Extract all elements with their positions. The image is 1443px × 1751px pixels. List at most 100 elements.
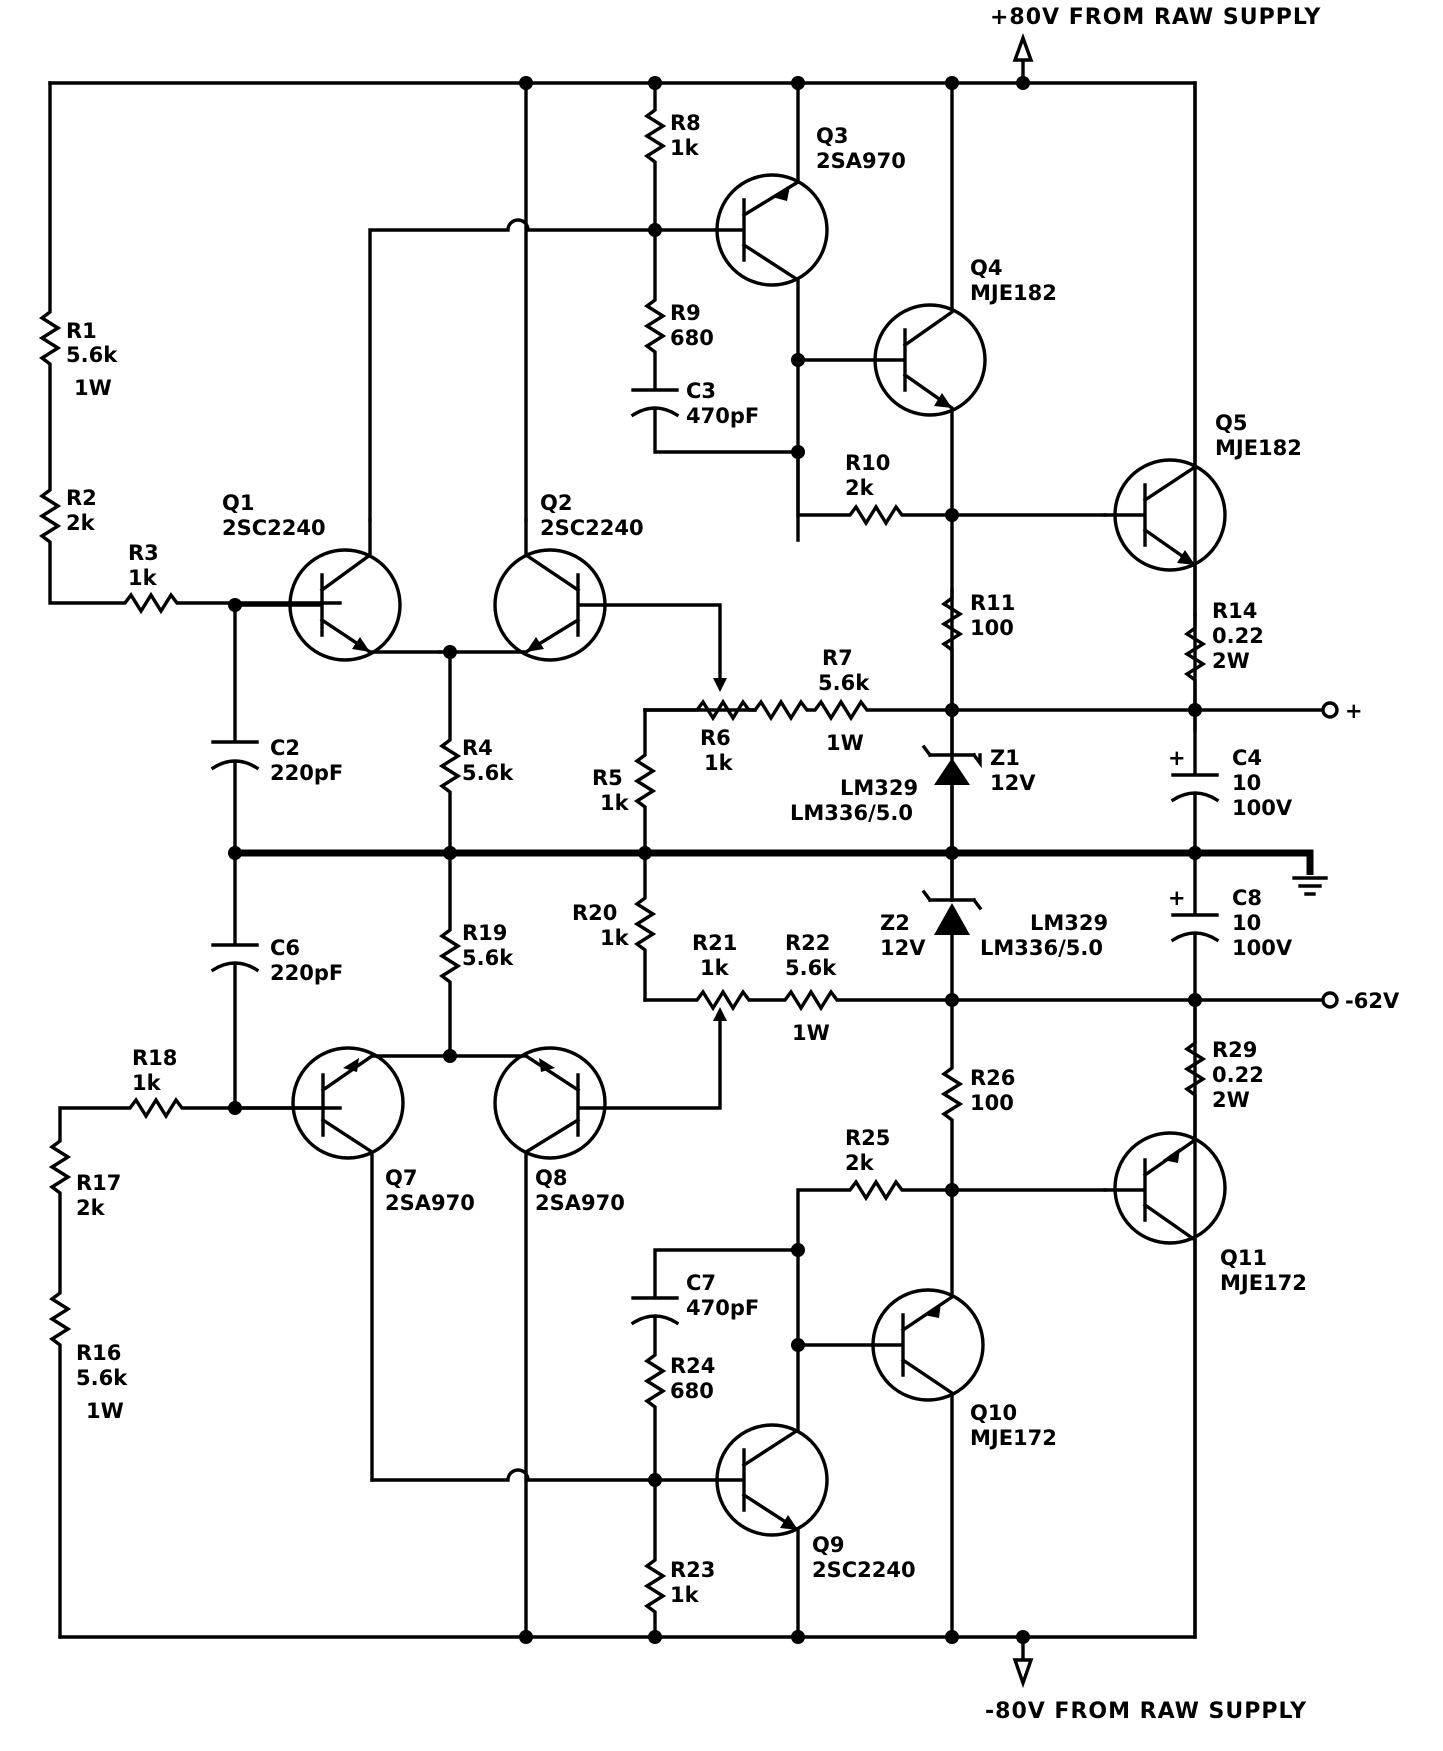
q7-transistor xyxy=(236,1046,452,1482)
r2-value: 2k xyxy=(66,511,96,535)
q4-part: MJE182 xyxy=(970,281,1057,305)
r14-value: 0.22 xyxy=(1212,624,1264,648)
r4-ref: R4 xyxy=(462,736,493,760)
r14-ref: R14 xyxy=(1212,599,1257,623)
c7-value: 470pF xyxy=(686,1296,759,1320)
r21-ref: R21 xyxy=(692,931,737,955)
r9-value: 680 xyxy=(670,326,714,350)
q3-part: 2SA970 xyxy=(816,149,906,173)
c2-capacitor xyxy=(210,603,260,855)
r3-value: 1k xyxy=(128,566,158,590)
r1-ref: R1 xyxy=(66,319,97,343)
r14-rating: 2W xyxy=(1212,649,1250,673)
positive-supply-label: +80V FROM RAW SUPPLY xyxy=(990,5,1321,30)
r20-ref: R20 xyxy=(572,901,617,925)
r29-resistor xyxy=(1183,998,1207,1139)
r23-value: 1k xyxy=(670,1583,700,1607)
r17-value: 2k xyxy=(76,1196,106,1220)
r26-resistor xyxy=(940,998,964,1192)
q3-transistor xyxy=(653,81,829,542)
q1-ref: Q1 xyxy=(222,491,254,515)
q11-part: MJE172 xyxy=(1220,1271,1307,1295)
r19-value: 5.6k xyxy=(462,946,514,970)
q4-transistor xyxy=(796,81,987,902)
r5-ref: R5 xyxy=(592,766,623,790)
r1-r2-divider xyxy=(38,81,342,615)
r25-value: 2k xyxy=(845,1151,875,1175)
q4-ref: Q4 xyxy=(970,256,1002,280)
c8-rating: 100V xyxy=(1232,936,1293,960)
r4-value: 5.6k xyxy=(462,761,514,785)
q9-transistor xyxy=(653,1248,829,1639)
r29-value: 0.22 xyxy=(1212,1063,1264,1087)
c8-capacitor xyxy=(1170,851,1220,1002)
q8-part: 2SA970 xyxy=(535,1191,625,1215)
r8-value: 1k xyxy=(670,136,700,160)
r1-value: 5.6k xyxy=(66,343,118,367)
r16-value: 5.6k xyxy=(76,1366,128,1390)
r16-rating: 1W xyxy=(86,1399,124,1423)
q10-ref: Q10 xyxy=(970,1401,1017,1425)
ground-bus xyxy=(235,849,1328,896)
positive-output-line xyxy=(643,698,1339,722)
r25-ref: R25 xyxy=(845,1126,890,1150)
q2-part: 2SC2240 xyxy=(540,516,644,540)
q11-ref: Q11 xyxy=(1220,1246,1267,1270)
negative-supply-label: -80V FROM RAW SUPPLY xyxy=(985,1699,1307,1724)
r16-ref: R16 xyxy=(76,1341,121,1365)
z1-alt2: LM336/5.0 xyxy=(790,801,913,825)
r6-potentiometer xyxy=(643,698,757,722)
q7-collector-wire xyxy=(370,1468,657,1482)
r26-value: 100 xyxy=(970,1091,1014,1115)
z2-alt1: LM329 xyxy=(1030,911,1108,935)
z2-zener xyxy=(921,851,983,1002)
c8-ref: C8 xyxy=(1232,886,1262,910)
q8-base-to-r21 xyxy=(603,1007,727,1110)
r1-rating: 1W xyxy=(74,376,112,400)
r10-ref: R10 xyxy=(845,451,890,475)
r14-resistor xyxy=(1183,613,1207,712)
r22-ref: R22 xyxy=(785,931,830,955)
z1-ref: Z1 xyxy=(990,746,1020,770)
r3-ref: R3 xyxy=(128,541,159,565)
c4-ref: C4 xyxy=(1232,746,1262,770)
z2-ref: Z2 xyxy=(880,911,910,935)
junction-dots xyxy=(228,76,1202,1644)
c8-value: 10 xyxy=(1232,911,1261,935)
r7-rating: 1W xyxy=(826,731,864,755)
q1-transistor xyxy=(236,518,442,662)
q7-part: 2SA970 xyxy=(385,1191,475,1215)
r7-value: 5.6k xyxy=(818,671,870,695)
c2-ref: C2 xyxy=(270,736,300,760)
r11-value: 100 xyxy=(970,616,1014,640)
r20-resistor xyxy=(633,851,657,1002)
r11-ref: R11 xyxy=(970,591,1015,615)
r24-value: 680 xyxy=(670,1379,714,1403)
r2-ref: R2 xyxy=(66,486,97,510)
negative-output-label: -62V xyxy=(1345,989,1400,1013)
q8-transistor xyxy=(448,1046,607,1639)
r7-ref: R7 xyxy=(822,646,853,670)
q2-base-to-r6 xyxy=(603,603,727,692)
z1-value: 12V xyxy=(990,771,1036,795)
r6-ref: R6 xyxy=(700,726,731,750)
c6-value: 220pF xyxy=(270,961,343,985)
c6-capacitor xyxy=(210,851,260,1110)
q11-transistor xyxy=(1103,1131,1227,1639)
c4-rating: 100V xyxy=(1232,796,1293,820)
q2-transistor xyxy=(438,518,607,662)
r19-tail xyxy=(438,851,462,1058)
r25-resistor xyxy=(796,1178,1107,1252)
r21-value: 1k xyxy=(700,956,730,980)
r18-value: 1k xyxy=(132,1071,162,1095)
c3-ref: C3 xyxy=(686,379,716,403)
z1-alt1: LM329 xyxy=(840,776,918,800)
q1-collector-wire xyxy=(368,218,657,522)
q10-transistor xyxy=(796,1188,985,1639)
q1-part: 2SC2240 xyxy=(222,516,326,540)
r10-resistor xyxy=(796,450,1107,527)
r23-r24-c7-network xyxy=(630,1248,800,1639)
c7-ref: C7 xyxy=(686,1271,716,1295)
r18-ref: R18 xyxy=(132,1046,177,1070)
r10-value: 2k xyxy=(845,476,875,500)
